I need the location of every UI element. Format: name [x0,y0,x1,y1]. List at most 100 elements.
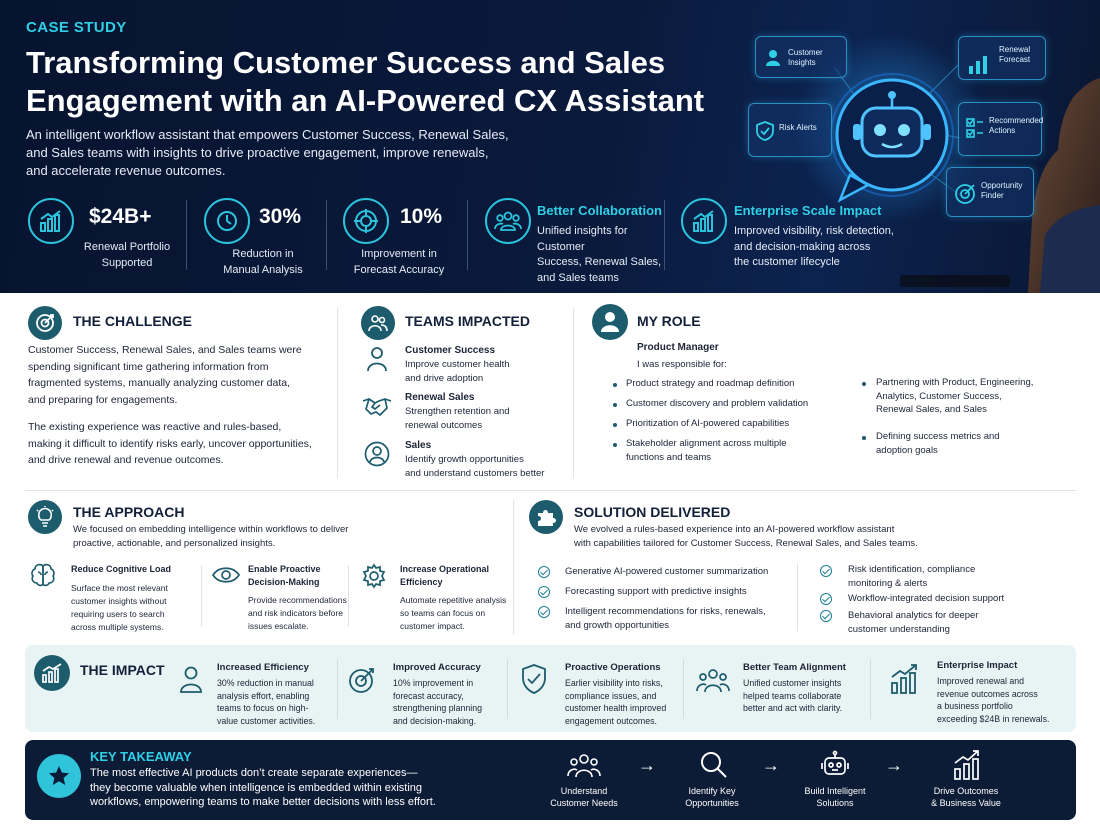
section-title-challenge: THE CHALLENGE [73,313,192,329]
role-position: Product Manager [637,342,719,353]
impact-item-title: Increased Efficiency [217,662,309,673]
brain-icon [31,563,55,587]
challenge-paragraph: The existing experience was reactive and… [28,421,312,466]
ai-assistant-illustration [795,33,1100,293]
section-title-solution: SOLUTION DELIVERED [574,504,731,520]
page-title: Transforming Customer Success and Sales … [26,44,736,120]
arrow-icon: → [638,755,656,775]
bar-chart-icon [969,56,987,74]
growth-chart-icon [28,198,74,244]
gear-icon [362,563,386,589]
section-title-approach: THE APPROACH [73,504,185,520]
divider [513,500,514,635]
solution-description: We evolved a rules-based experience into… [574,524,918,549]
takeaway-text: The most effective AI products don’t cre… [90,767,436,808]
impact-item-title: Proactive Operations [565,662,661,673]
solution-item: Generative AI-powered customer summariza… [565,566,769,577]
divider [326,200,327,270]
target-icon [28,306,62,340]
divider [467,200,468,270]
chip-risk-alerts: Risk Alerts [748,103,832,157]
divider [664,200,665,270]
approach-item-title: Reduce Cognitive Load [71,564,172,574]
role-item: Product strategy and roadmap definition [626,378,795,389]
section-title-teams: TEAMS IMPACTED [405,313,530,329]
impact-panel: THE IMPACT Increased Efficiency 30% redu… [25,645,1076,732]
impact-item-title: Improved Accuracy [393,662,481,673]
shield-check-icon [522,664,546,694]
check-icon [538,606,550,618]
title-line: Engagement with an AI-Powered CX Assista… [26,83,705,118]
puzzle-icon [529,500,563,534]
impact-item-description: Earlier visibility into risks,compliance… [565,678,667,727]
clock-icon [204,198,250,244]
bullet [613,443,617,447]
robot-icon [821,750,849,775]
key-takeaway-panel: KEY TAKEAWAY The most effective AI produ… [25,740,1076,820]
growth-chart-icon [891,664,917,694]
subtitle-line: and accelerate revenue outcomes. [26,163,226,178]
title-line: Transforming Customer Success and Sales [26,45,666,80]
divider [573,308,574,478]
check-icon [820,610,832,622]
divider [337,308,338,478]
divider [797,563,798,631]
bullet [862,382,866,386]
checklist-icon [966,118,983,138]
arrow-icon: → [762,755,780,775]
stat-value: $24B+ [89,205,152,228]
target-icon [955,184,975,204]
role-item: Prioritization of AI-powered capabilitie… [626,418,790,429]
subtitle-line: An intelligent workflow assistant that e… [26,127,509,142]
check-icon [820,593,832,605]
target-icon [349,668,374,693]
section-title-role: MY ROLE [637,313,701,329]
growth-chart-icon [681,198,727,244]
impact-item-title: Enterprise Impact [937,660,1018,671]
role-item: Partnering with Product, Engineering,Ana… [876,377,1034,415]
star-icon [37,754,81,798]
solution-item: Forecasting support with predictive insi… [565,586,747,597]
divider [25,490,1076,491]
eye-icon [211,567,241,583]
user-icon [367,347,387,372]
user-icon [766,50,780,66]
lightbulb-icon [28,500,62,534]
divider [337,659,338,719]
bullet [862,436,866,440]
bullet [613,403,617,407]
team-name: Sales [405,440,432,451]
check-icon [538,586,550,598]
handshake-icon [362,398,392,417]
impact-item-title: Better Team Alignment [743,662,846,673]
subtitle-line: and Sales teams with insights to drive p… [26,145,489,160]
team-icon [696,669,730,693]
user-icon [592,304,628,340]
divider [683,659,684,719]
section-title-impact: THE IMPACT [80,662,165,678]
solution-item: Intelligent recommendations for risks, r… [565,606,766,631]
arrow-icon: → [885,755,903,775]
target-icon [343,198,389,244]
hero-banner: CASE STUDY Transforming Customer Success… [0,0,1100,293]
feature-description: Improved visibility, risk detection,and … [734,225,894,268]
divider [870,659,871,719]
